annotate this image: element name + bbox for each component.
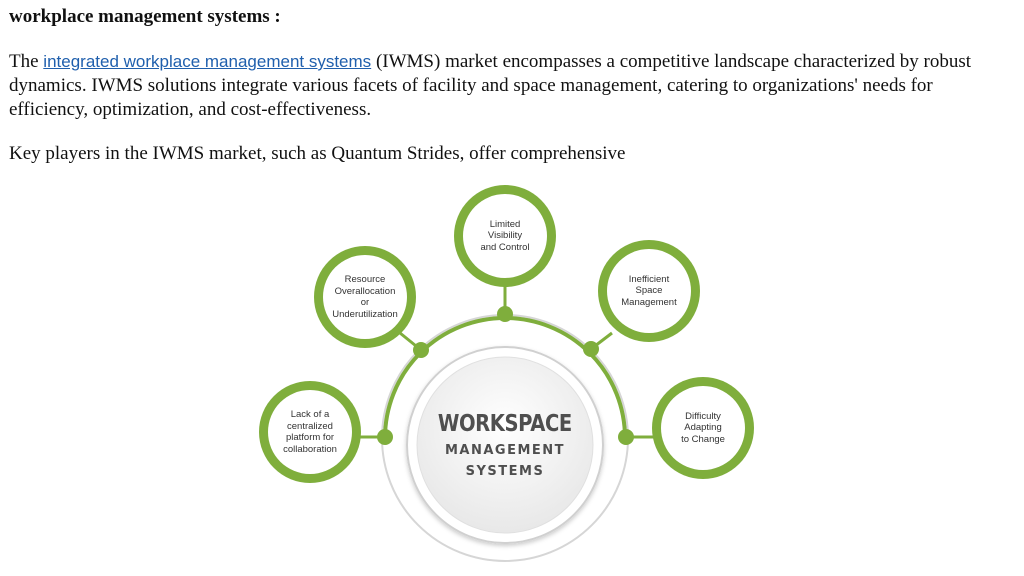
node-ring-top	[454, 185, 556, 287]
node-ring-left	[259, 381, 361, 483]
node-limited-visibility: Limited Visibility and Control	[480, 218, 530, 253]
node-inefficient-space: Inefficient Space Management	[621, 273, 677, 308]
center-title-line3: SYSTEMS	[465, 464, 545, 479]
dot-left	[377, 429, 393, 445]
node-resource-overallocation: Resource Overallocation or Underutilizat…	[332, 274, 398, 320]
key-players-paragraph: Key players in the IWMS market, such as …	[9, 143, 626, 164]
node-ring-top-left	[314, 246, 416, 348]
node-lack-of-platform: Lack of a centralized platform for colla…	[283, 409, 337, 455]
section-heading: workplace management systems :	[9, 6, 281, 27]
iwms-link[interactable]: integrated workplace management systems	[43, 52, 372, 71]
intro-text-after: (IWMS) market encompasses a competitive …	[9, 51, 972, 120]
dot-top-left	[413, 342, 429, 358]
diagram-graphics	[259, 185, 754, 562]
dot-top-right	[583, 341, 599, 357]
intro-paragraph: The integrated workplace management syst…	[9, 50, 1009, 122]
dot-top	[497, 306, 513, 322]
center-title-line2: MANAGEMENT	[444, 443, 566, 458]
node-ring-right	[652, 377, 754, 479]
node-ring-top-right	[598, 240, 700, 342]
workspace-diagram: Limited Visibility and Control Resource …	[240, 183, 780, 576]
node-difficulty-adapting: Difficulty Adapting to Change	[681, 410, 725, 445]
dot-right	[618, 429, 634, 445]
center-title-line1: WORKSPACE	[437, 411, 573, 437]
intro-text-before: The	[9, 51, 44, 72]
center-disc	[416, 356, 594, 534]
center-title: WORKSPACE MANAGEMENT SYSTEMS	[425, 365, 585, 525]
